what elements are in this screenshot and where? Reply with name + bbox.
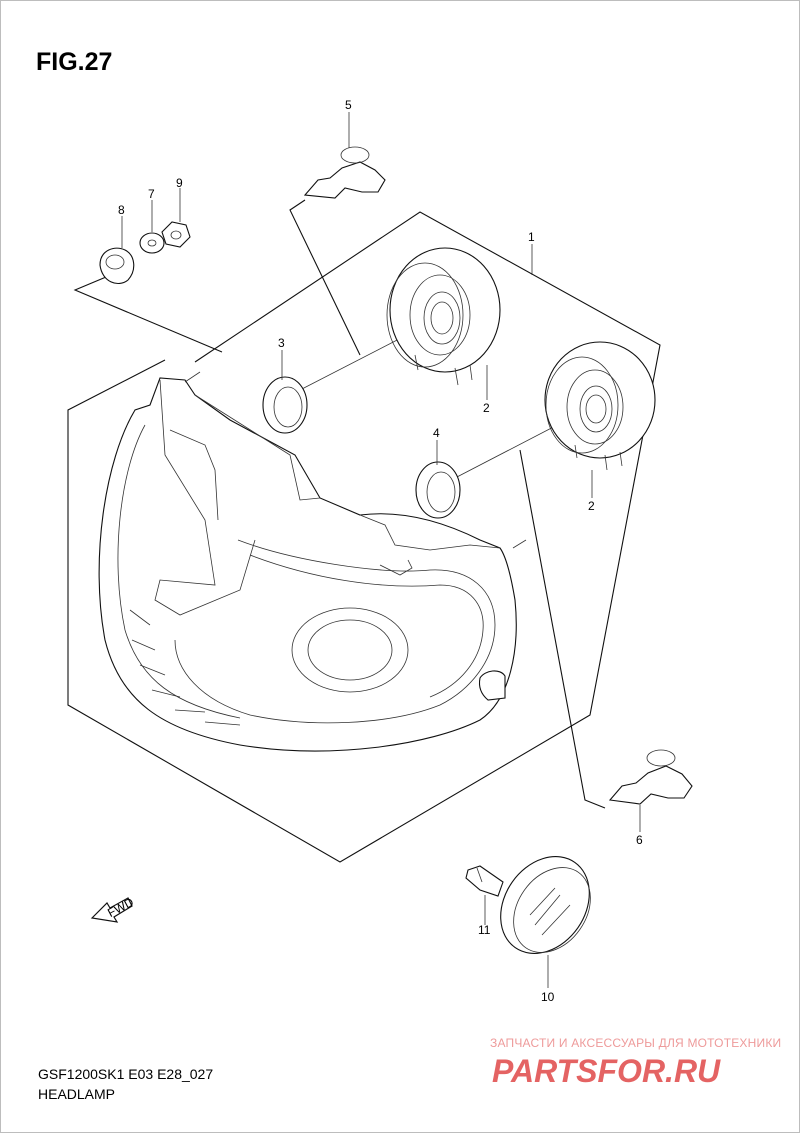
callout-8: 8 — [118, 203, 125, 217]
bulb-6 — [608, 749, 693, 805]
bolt-group-leader — [73, 271, 223, 353]
callout-7: 7 — [148, 187, 155, 201]
socket-upper — [386, 247, 501, 386]
callout-1: 1 — [528, 230, 535, 244]
headlamp-housing — [98, 371, 527, 752]
nut-8 — [99, 247, 135, 284]
callout-5: 5 — [345, 98, 352, 112]
watermark-logo: PARTSFOR.RU — [492, 1053, 721, 1089]
ring-4 — [415, 461, 461, 519]
callout-6: 6 — [636, 833, 643, 847]
fwd-arrow-label: FWD — [105, 895, 136, 920]
figure-title: FIG.27 — [36, 48, 113, 76]
watermark-logo-text: PARTSFOR.RU — [492, 1053, 721, 1089]
callout-2-upper: 2 — [483, 401, 490, 415]
model-code: GSF1200SK1 E03 E28_027 — [38, 1066, 214, 1082]
washer-7 — [139, 232, 165, 254]
fwd-arrow: FWD — [90, 895, 136, 923]
callout-10: 10 — [541, 990, 555, 1004]
socket-lower — [544, 341, 656, 471]
bulb-leader-top — [289, 199, 361, 356]
assembly-outline — [67, 211, 661, 863]
callout-3: 3 — [278, 336, 285, 350]
bulb-5 — [303, 146, 386, 199]
nut-9 — [161, 221, 191, 248]
callout-9: 9 — [176, 176, 183, 190]
callout-2-lower: 2 — [588, 499, 595, 513]
stud-11 — [465, 865, 504, 897]
cap-10 — [500, 856, 591, 954]
bulb-leader-bottom — [519, 449, 606, 809]
watermark-tagline: ЗАПЧАСТИ И АКСЕССУАРЫ ДЛЯ МОТОТЕХНИКИ — [490, 1036, 782, 1050]
part-name: HEADLAMP — [38, 1086, 116, 1102]
callout-11: 11 — [478, 923, 491, 937]
ring-3 — [262, 376, 308, 434]
callout-4: 4 — [433, 426, 440, 440]
callout-leaders — [121, 112, 641, 988]
